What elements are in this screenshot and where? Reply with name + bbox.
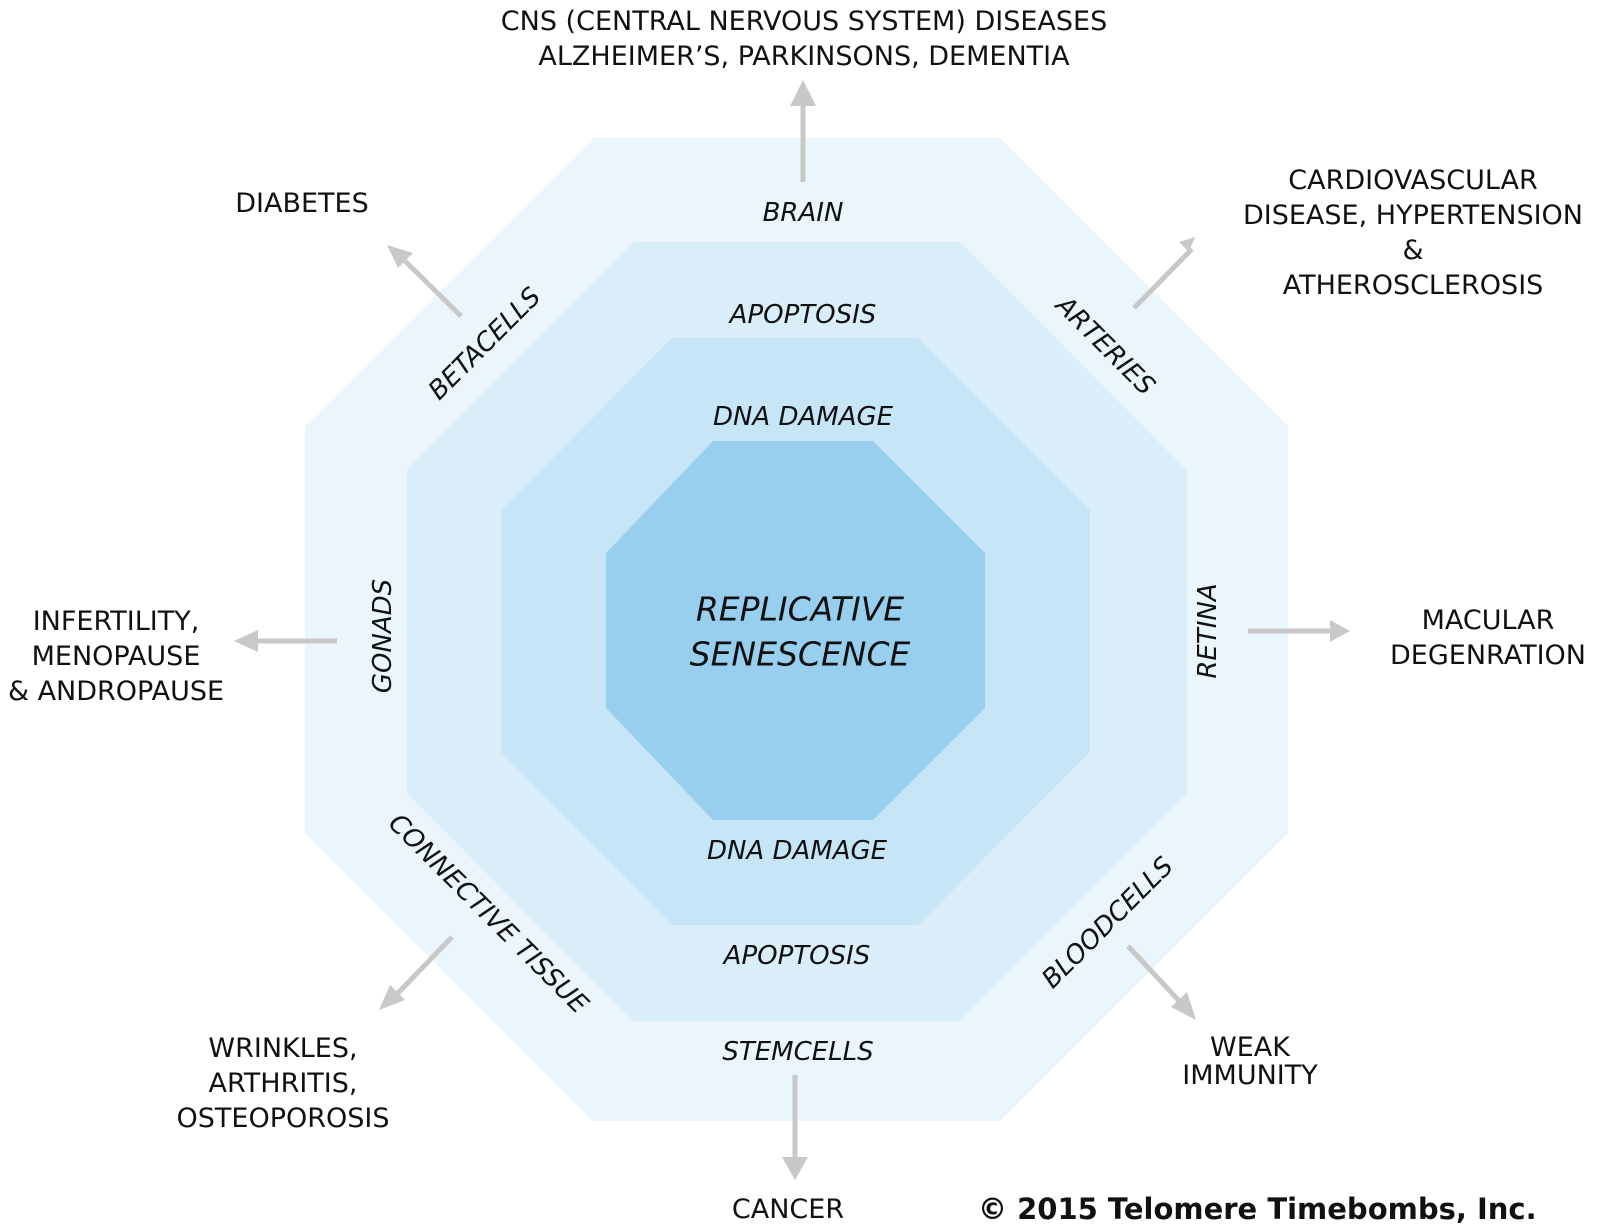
center-line-2: SENESCENCE (689, 634, 911, 673)
outcome-infertility-line-3: & ANDROPAUSE (7, 676, 225, 708)
outcome-cns-line-1: CNS (CENTRAL NERVOUS SYSTEM) DISEASES (500, 6, 1108, 37)
arrow-connective-to-wrinkles (379, 935, 454, 1010)
tissue-gonads-label: GONADS (368, 578, 398, 694)
outcome-cns: CNS (CENTRAL NERVOUS SYSTEM) DISEASES AL… (501, 4, 1107, 74)
arrow-stemcells-to-cancer (782, 1075, 808, 1180)
arrow-retina-to-macular (1248, 620, 1350, 642)
outcome-wrinkles: WRINKLES, ARTHRITIS, OSTEOPOROSIS (177, 1031, 390, 1136)
center-label: REPLICATIVE SENESCENCE (690, 587, 911, 676)
outcome-diabetes: DIABETES (235, 188, 369, 219)
outcome-wrinkles-line-2: ARTHRITIS, (208, 1068, 358, 1100)
copyright-notice: © 2015 Telomere Timebombs, Inc. (978, 1192, 1537, 1226)
outcome-macular: MACULAR DEGENRATION (1390, 603, 1586, 673)
outcome-immunity-line-2: IMMUNITY (1182, 1060, 1318, 1092)
outcome-wrinkles-line-3: OSTEOPOROSIS (176, 1103, 390, 1135)
arrow-brain-to-cns (790, 80, 816, 182)
dna-damage-bottom-label: DNA DAMAGE (706, 836, 888, 866)
center-line-1: REPLICATIVE (695, 589, 905, 629)
outcome-immunity: WEAK IMMUNITY (1182, 1032, 1318, 1092)
outcome-infertility-line-1: INFERTILITY, (32, 606, 200, 637)
outcome-macular-line-2: DEGENRATION (1390, 640, 1586, 672)
arrow-betacells-to-diabetes (387, 245, 463, 318)
tissue-retina-label: RETINA (1193, 583, 1223, 679)
outcome-cardio-line-3: & (1402, 235, 1424, 267)
outcome-cardio-line-2: DISEASE, HYPERTENSION (1242, 200, 1584, 232)
outcome-cardio-line-4: ATHEROSCLEROSIS (1282, 270, 1544, 302)
outcome-wrinkles-line-1: WRINKLES, (208, 1033, 358, 1064)
arrow-gonads-to-infertility (234, 630, 337, 652)
apoptosis-top-label: APOPTOSIS (729, 300, 877, 330)
outcome-macular-line-1: MACULAR (1421, 605, 1555, 636)
arrow-arteries-to-cardio (1132, 237, 1195, 310)
outcome-cancer: CANCER (731, 1194, 845, 1225)
tissue-brain-label: BRAIN (762, 198, 844, 228)
dna-damage-top-label: DNA DAMAGE (712, 402, 894, 432)
outcome-cns-line-2: ALZHEIMER’S, PARKINSONS, DEMENTIA (538, 41, 1070, 73)
tissue-stemcells-label: STEMCELLS (722, 1037, 874, 1067)
arrow-bloodcells-to-immunity (1126, 944, 1196, 1020)
apoptosis-bottom-label: APOPTOSIS (723, 941, 871, 971)
outcome-infertility-line-2: MENOPAUSE (31, 641, 201, 673)
outcome-cardio-line-1: CARDIOVASCULAR (1288, 165, 1538, 196)
outcome-cardio: CARDIOVASCULAR DISEASE, HYPERTENSION & A… (1243, 163, 1583, 303)
outcome-infertility: INFERTILITY, MENOPAUSE & ANDROPAUSE (8, 604, 224, 709)
octagon-core (606, 441, 985, 820)
outcome-immunity-line-1: WEAK (1210, 1032, 1290, 1063)
